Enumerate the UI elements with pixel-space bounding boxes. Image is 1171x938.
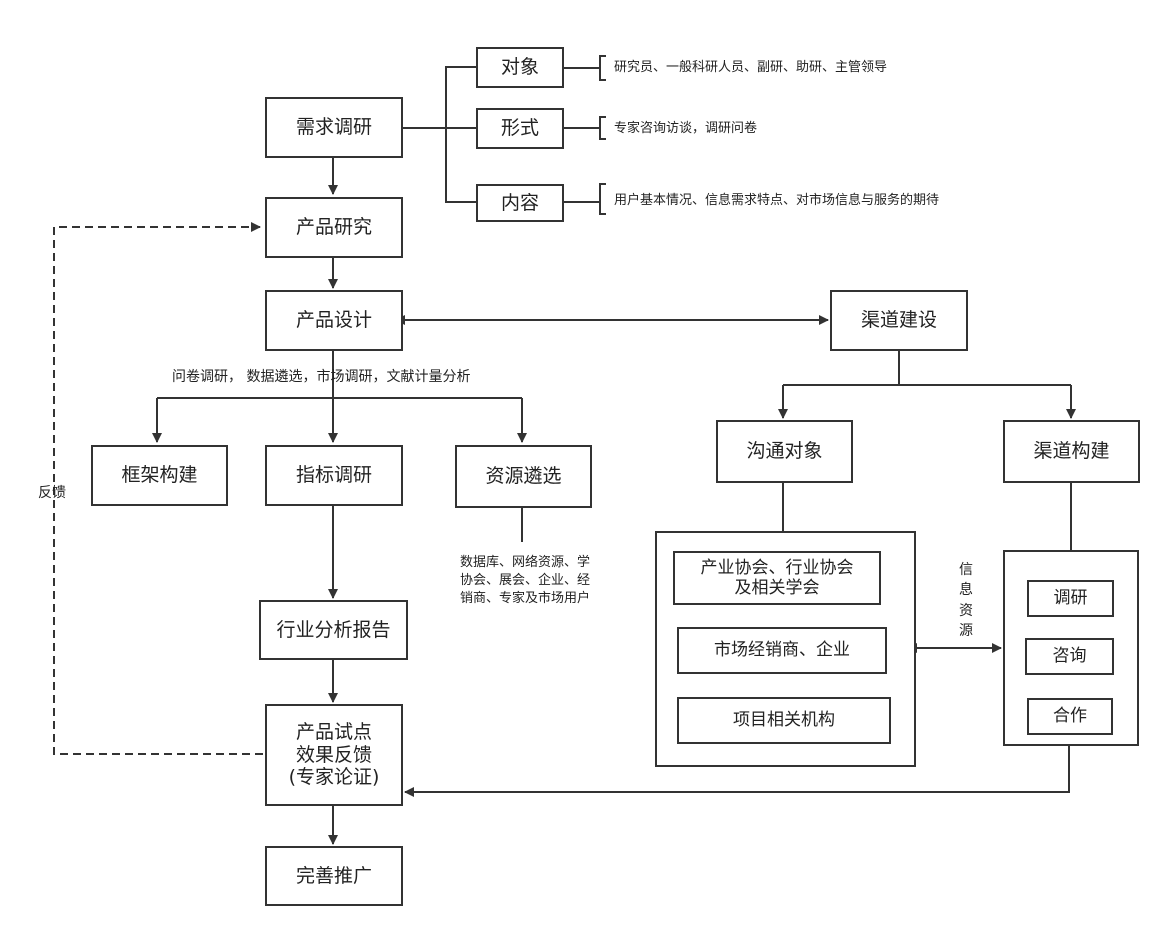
node-demand-research: 需求调研	[265, 97, 403, 158]
label-form-detail: 专家咨询访谈，调研问卷	[614, 121, 758, 136]
label-methods: 问卷调研， 数据遴选，市场调研，文献计量分析	[172, 369, 471, 385]
node-product-design: 产品设计	[265, 290, 403, 351]
node-improve-promote: 完善推广	[265, 846, 403, 906]
node-resource-selection: 资源遴选	[455, 445, 592, 508]
node-content: 内容	[476, 184, 564, 222]
label-target-detail: 研究员、一般科研人员、副研、助研、主管领导	[614, 60, 888, 75]
node-indicator-research: 指标调研	[265, 445, 403, 506]
resource-detail-line1: 数据库、网络资源、学	[460, 555, 591, 570]
node-cooperate: 合作	[1027, 698, 1113, 735]
node-market-dealers: 市场经销商、企业	[677, 627, 887, 674]
node-form: 形式	[476, 108, 564, 149]
arrow-channel-to-pilot	[404, 746, 1070, 797]
node-associations: 产业协会、行业协会 及相关学会	[673, 551, 881, 605]
info-char-3: 资	[959, 602, 973, 619]
label-resource-detail: 数据库、网络资源、学 协会、展会、企业、经 销商、专家及市场用户	[460, 554, 610, 609]
pilot-line2: 效果反馈	[295, 743, 372, 766]
resource-detail-line3: 销商、专家及市场用户	[460, 591, 591, 607]
bracket-form	[599, 116, 606, 140]
node-pilot-feedback: 产品试点 效果反馈 (专家论证)	[265, 704, 403, 806]
node-framework: 框架构建	[91, 445, 228, 506]
info-char-4: 源	[959, 622, 973, 639]
node-communication-target: 沟通对象	[716, 420, 853, 483]
assoc-line2: 及相关学会	[734, 578, 820, 598]
connector-branch-spine	[445, 66, 476, 203]
resource-detail-line2: 协会、展会、企业、经	[460, 573, 591, 589]
node-industry-report: 行业分析报告	[259, 600, 408, 660]
pilot-line3: (专家论证)	[288, 766, 380, 789]
assoc-line1: 产业协会、行业协会	[700, 557, 854, 578]
node-channel-construction: 渠道建设	[830, 290, 968, 351]
info-char-1: 信	[959, 562, 973, 578]
feedback-dashed-loop	[53, 222, 263, 755]
node-consult: 咨询	[1025, 638, 1114, 675]
node-channel-build: 渠道构建	[1003, 420, 1140, 483]
pilot-line1: 产品试点	[295, 720, 372, 743]
node-project-orgs: 项目相关机构	[677, 697, 891, 744]
node-survey: 调研	[1027, 580, 1114, 617]
bracket-target	[599, 55, 606, 81]
label-info-resource: 信 息 资 源	[958, 560, 974, 641]
bracket-content	[599, 183, 606, 215]
node-product-research: 产品研究	[265, 197, 403, 258]
label-feedback: 反馈	[38, 485, 66, 501]
label-content-detail: 用户基本情况、信息需求特点、对市场信息与服务的期待	[614, 193, 940, 208]
info-char-2: 息	[959, 582, 973, 599]
node-target: 对象	[476, 47, 564, 88]
